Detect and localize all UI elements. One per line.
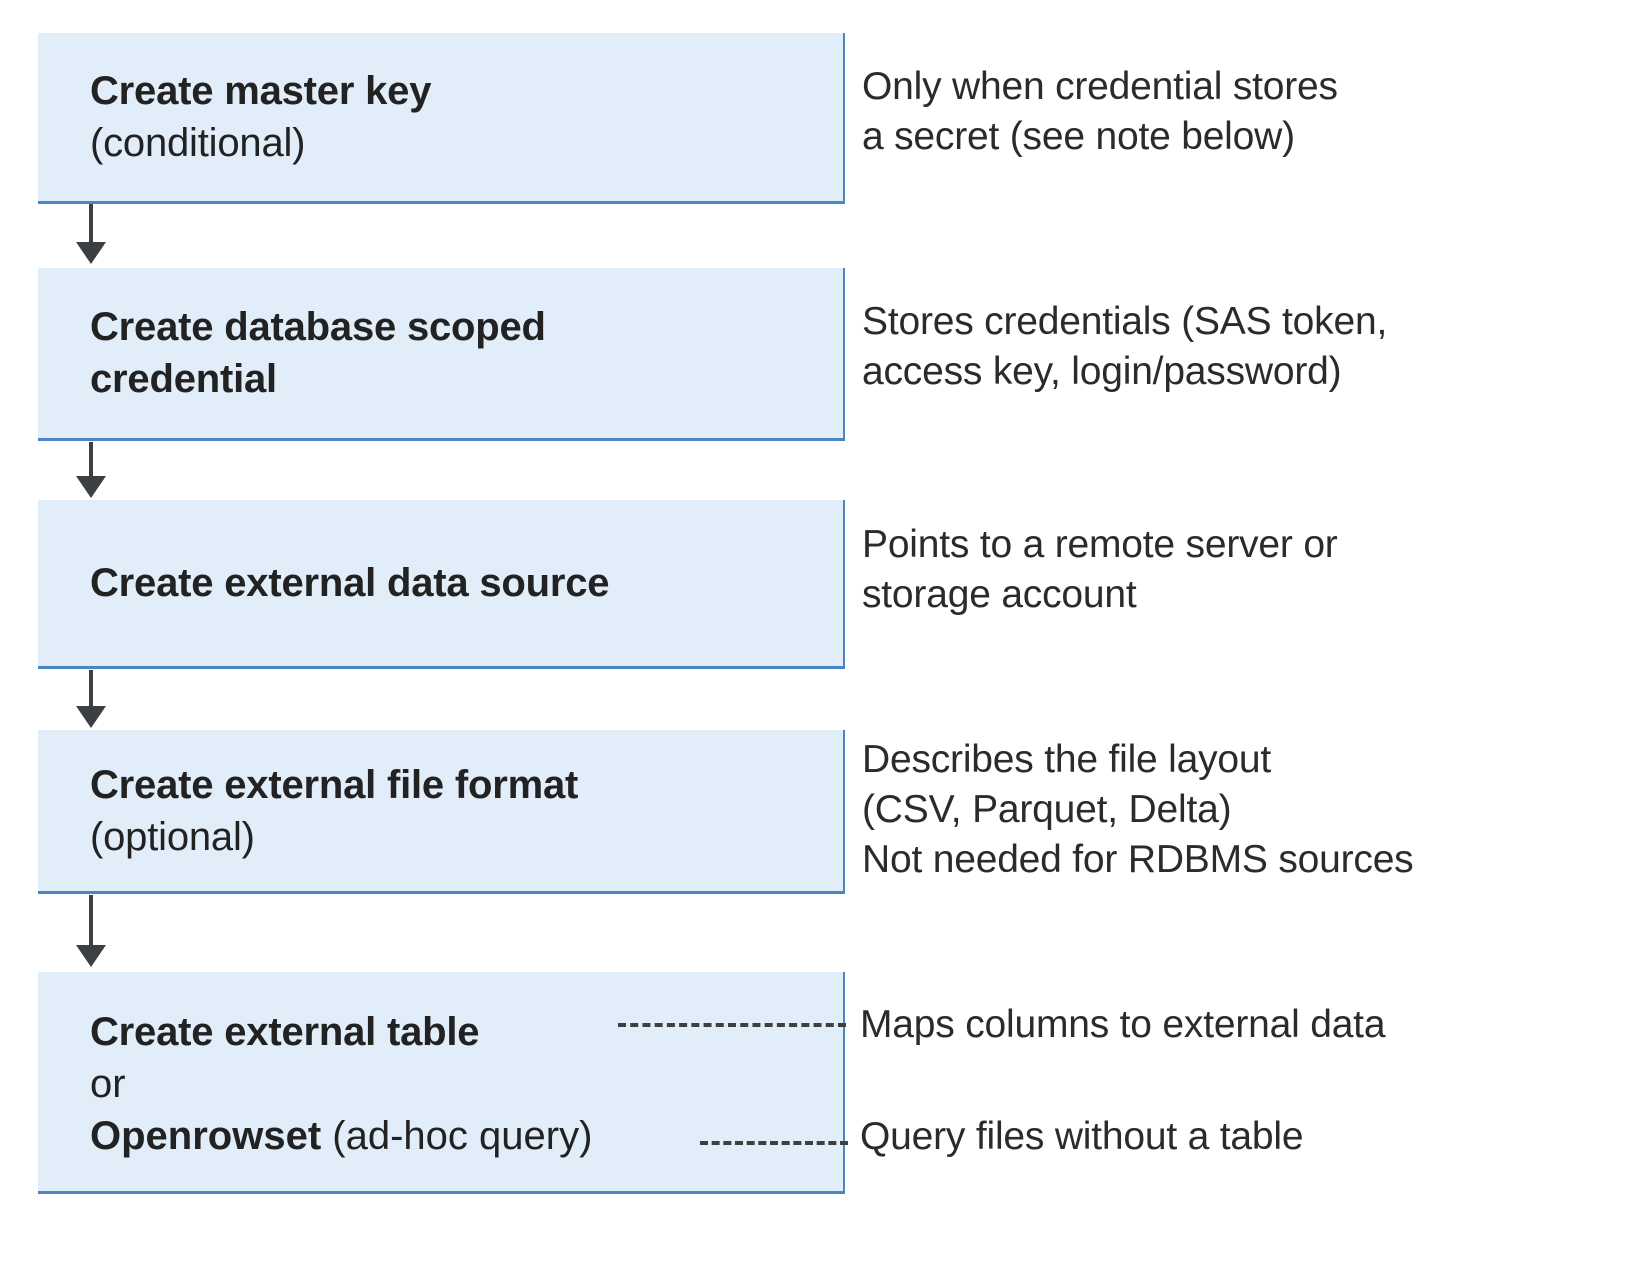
- arrow-head: [76, 945, 106, 967]
- step-5-title: Create external table: [90, 1009, 480, 1054]
- note-create-master-key: Only when credential stores a secret (se…: [862, 65, 1338, 158]
- step-3-title: Create external data source: [90, 561, 610, 605]
- step-box-create-external-data-source[interactable]: Create external data source: [38, 500, 845, 669]
- step-5-alt-suffix: (ad-hoc query): [321, 1113, 593, 1158]
- arrow-down-icon-4: [76, 895, 106, 969]
- step-box-create-external-table-or-openrowset[interactable]: Create external table or Openrowset (ad-…: [38, 972, 845, 1194]
- step-box-create-external-file-format[interactable]: Create external file format (optional): [38, 730, 845, 894]
- step-5-or-label: or: [90, 1061, 126, 1106]
- arrow-shaft: [89, 895, 93, 947]
- arrow-head: [76, 242, 106, 264]
- step-4-text: Create external file format (optional): [38, 759, 843, 863]
- step-4-subtitle: (optional): [90, 814, 255, 859]
- arrow-shaft: [89, 204, 93, 244]
- arrow-head: [76, 476, 106, 498]
- arrow-shaft: [89, 670, 93, 708]
- step-2-title: Create database scoped credential: [90, 305, 546, 401]
- step-5-text: Create external table or Openrowset (ad-…: [38, 1002, 843, 1162]
- step-box-create-master-key[interactable]: Create master key (conditional): [38, 33, 845, 204]
- note-openrowset: Query files without a table: [860, 1115, 1304, 1158]
- step-5-alt-row: Openrowset (ad-hoc query): [90, 1110, 829, 1162]
- note-create-database-scoped-credential: Stores credentials (SAS token, access ke…: [862, 300, 1388, 393]
- arrow-down-icon-1: [76, 204, 106, 266]
- dashed-connector-external-table: [618, 1023, 846, 1027]
- arrow-head: [76, 706, 106, 728]
- step-2-text: Create database scoped credential: [38, 301, 843, 405]
- step-4-title: Create external file format: [90, 762, 579, 807]
- arrow-shaft: [89, 442, 93, 478]
- step-5-alt-title: Openrowset: [90, 1113, 322, 1158]
- step-box-create-database-scoped-credential[interactable]: Create database scoped credential: [38, 268, 845, 441]
- step-1-text: Create master key (conditional): [38, 65, 843, 169]
- step-3-text: Create external data source: [38, 557, 843, 609]
- note-create-external-data-source: Points to a remote server or storage acc…: [862, 523, 1338, 616]
- step-1-title: Create master key: [90, 69, 432, 113]
- step-1-subtitle: (conditional): [90, 121, 306, 165]
- dashed-connector-openrowset: [700, 1141, 848, 1145]
- note-create-external-file-format: Describes the file layout (CSV, Parquet,…: [862, 738, 1414, 881]
- arrow-down-icon-2: [76, 442, 106, 498]
- note-create-external-table: Maps columns to external data: [860, 1003, 1386, 1046]
- arrow-down-icon-3: [76, 670, 106, 728]
